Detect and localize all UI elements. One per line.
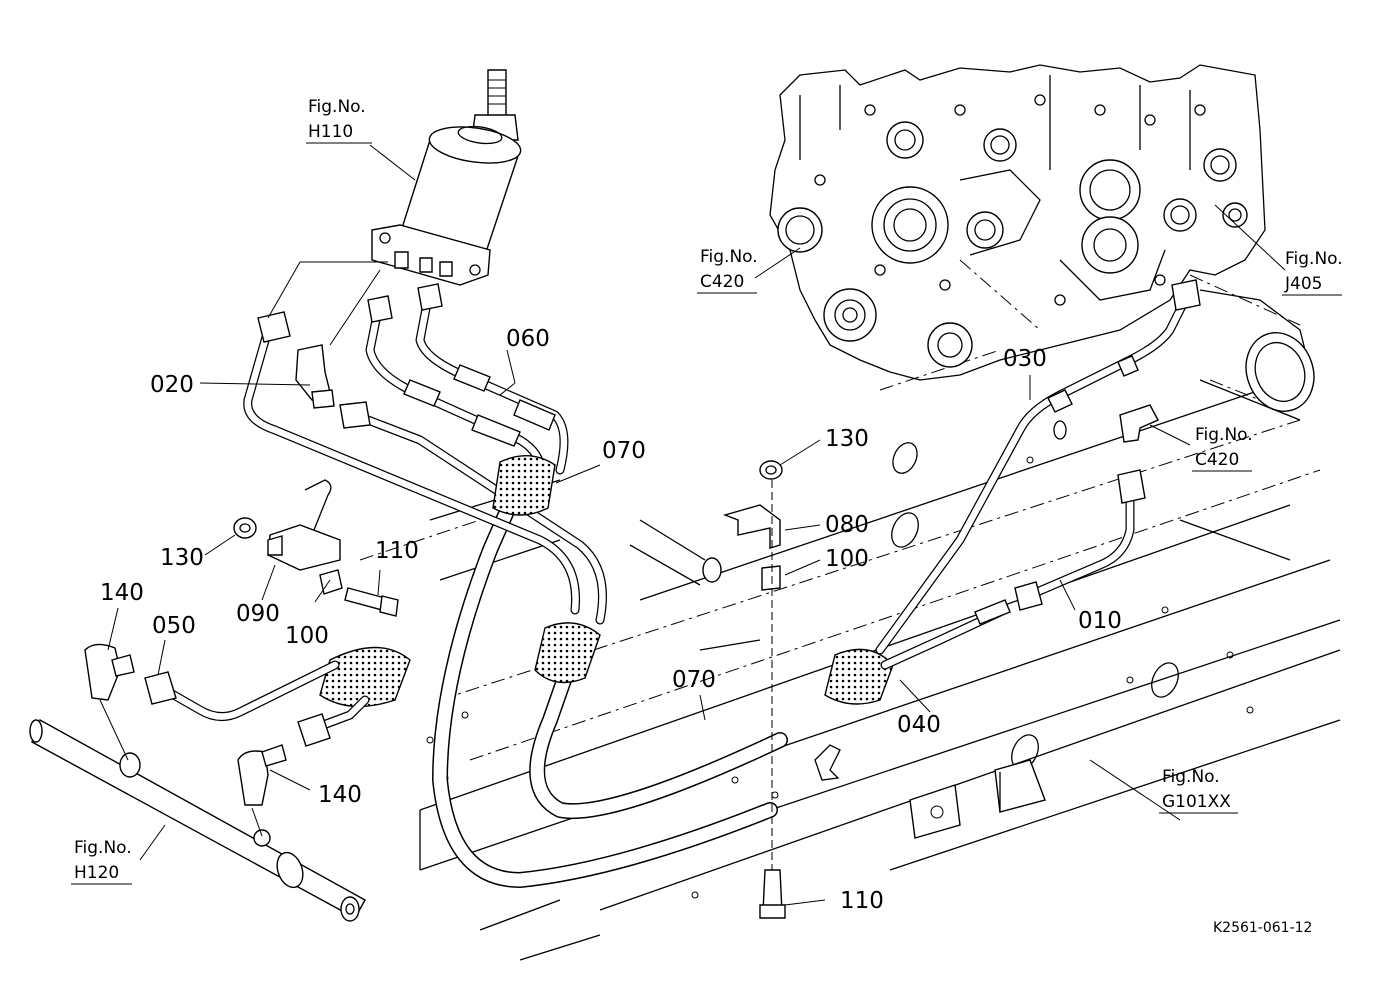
part-label-140-top: 140 [100, 580, 144, 606]
fig-ref-j405: Fig.No. J405 [1282, 249, 1343, 296]
fig-ref-c420-right: Fig.No. C420 [1192, 425, 1253, 472]
pipe-030-040 [875, 279, 1201, 655]
bracket-090-assembly [233, 479, 399, 617]
part-label-110-bottom: 110 [840, 888, 884, 914]
fig-ref-h110: Fig.No. H110 [306, 97, 372, 144]
fig-ref-c420-right-code: C420 [1195, 450, 1239, 470]
part-label-090: 090 [236, 601, 280, 627]
fig-ref-h120: Fig.No. H120 [71, 838, 132, 885]
part-labels: 020 060 070 030 130 080 100 010 040 070 … [100, 326, 1122, 914]
fig-ref-g101xx: Fig.No. G101XX [1159, 767, 1238, 814]
drawing-reference-code: K2561-061-12 [1213, 920, 1312, 936]
fig-ref-c420-right-prefix: Fig.No. [1195, 425, 1253, 445]
steering-cylinder-h120 [29, 699, 366, 922]
fig-ref-h110-prefix: Fig.No. [308, 97, 366, 117]
fig-ref-h120-prefix: Fig.No. [74, 838, 132, 858]
part-label-020: 020 [150, 372, 194, 398]
fig-ref-c420-top: Fig.No. C420 [697, 247, 758, 294]
fig-ref-j405-prefix: Fig.No. [1285, 249, 1343, 269]
part-label-110-left: 110 [375, 538, 419, 564]
steering-unit [371, 69, 522, 286]
tractor-frame [359, 349, 1341, 961]
part-label-040: 040 [897, 712, 941, 738]
leader-lines [107, 144, 1286, 906]
fig-ref-j405-code: J405 [1284, 274, 1322, 294]
hose-070-left [432, 462, 788, 888]
fig-ref-g101xx-prefix: Fig.No. [1162, 767, 1220, 787]
clamp-080-assembly [629, 460, 786, 919]
part-label-070-top: 070 [602, 438, 646, 464]
engine-block [769, 64, 1315, 412]
pipe-040-010 [880, 404, 1159, 670]
mesh-sleeves [319, 455, 894, 708]
part-label-030: 030 [1003, 346, 1047, 372]
pipe-050 [84, 643, 370, 806]
fig-ref-h110-code: H110 [308, 122, 353, 142]
part-label-080: 080 [825, 512, 869, 538]
part-label-130-left: 130 [160, 545, 204, 571]
hose-bundle-060 [365, 283, 569, 485]
pipe-020 [243, 311, 607, 625]
part-label-130-center: 130 [825, 426, 869, 452]
part-label-070-bottom: 070 [672, 667, 716, 693]
part-label-100-center: 100 [825, 546, 869, 572]
fig-ref-c420-top-code: C420 [700, 272, 744, 292]
fig-ref-g101xx-code: G101XX [1162, 792, 1231, 812]
part-label-100-left: 100 [285, 623, 329, 649]
part-label-140-bottom: 140 [318, 782, 362, 808]
part-label-010: 010 [1078, 608, 1122, 634]
fig-ref-h120-code: H120 [74, 863, 119, 883]
part-label-060: 060 [506, 326, 550, 352]
part-label-050: 050 [152, 613, 196, 639]
fig-ref-c420-top-prefix: Fig.No. [700, 247, 758, 267]
